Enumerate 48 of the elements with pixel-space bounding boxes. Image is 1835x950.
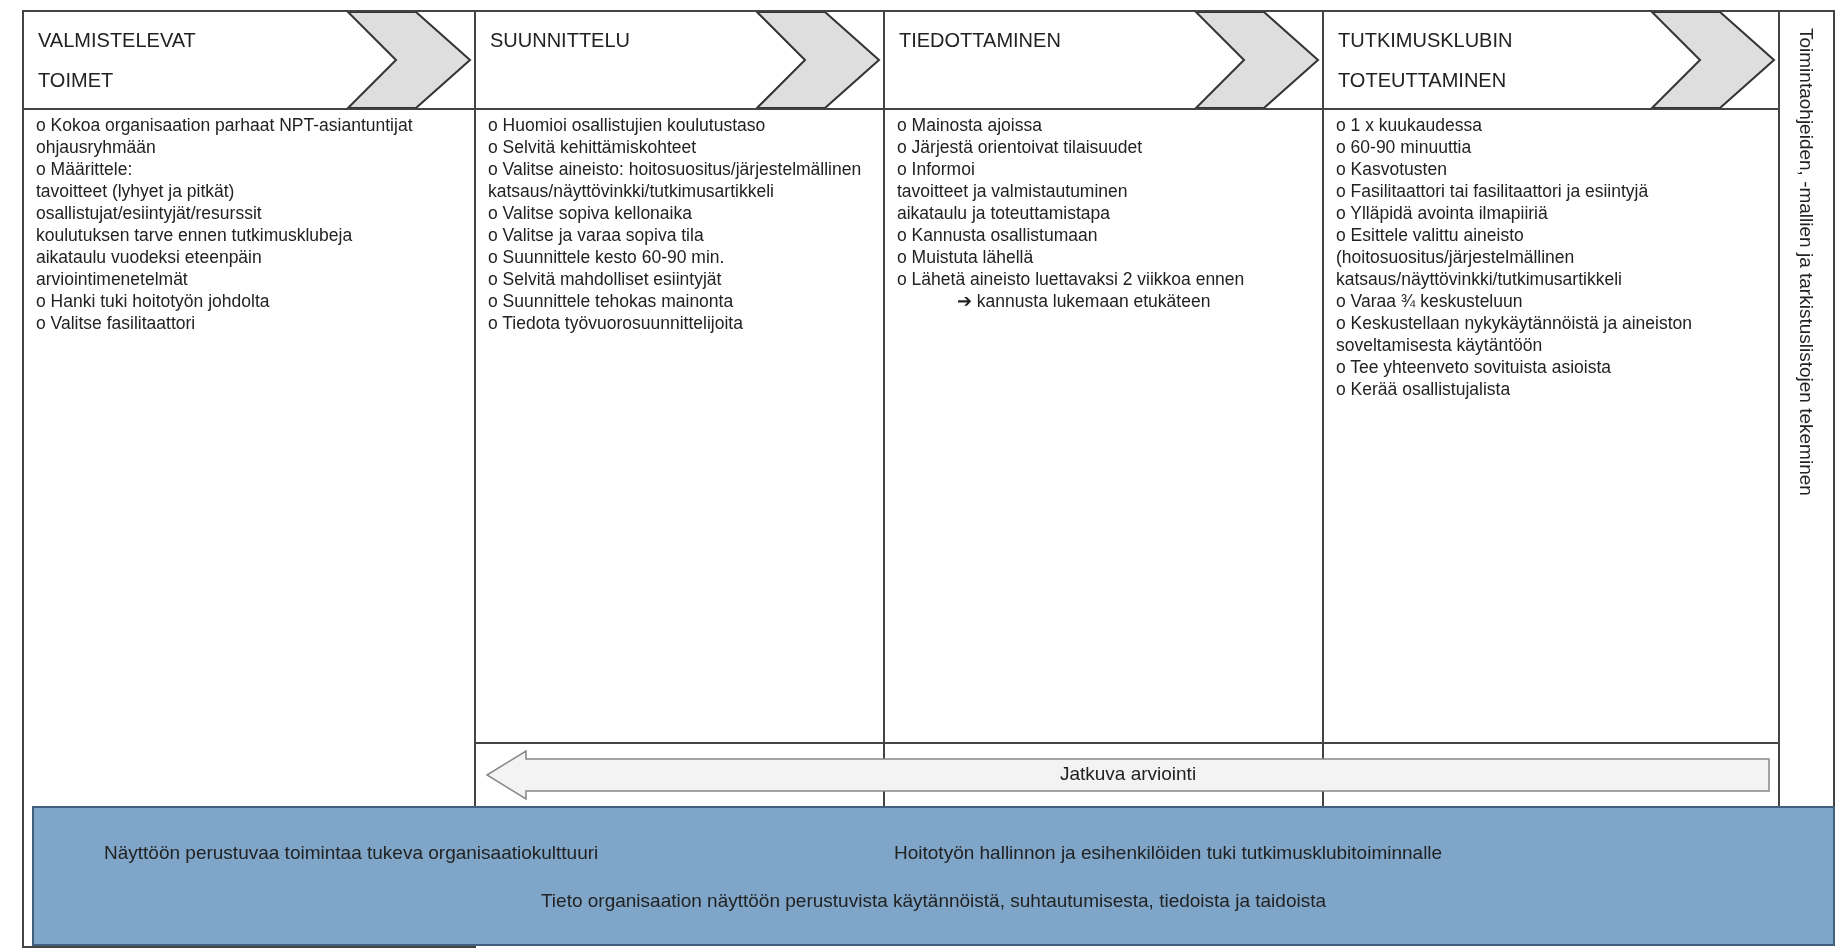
header-text: TIEDOTTAMINEN — [899, 28, 1061, 53]
header-text: TUTKIMUSKLUBIN TOTEUTTAMINEN — [1338, 28, 1514, 93]
list-item: o 60-90 minuuttia — [1336, 136, 1473, 158]
list-item: o Kerää osallistujalista — [1336, 378, 1512, 400]
list-item: o Muistuta lähellä — [897, 246, 1035, 268]
list-item: o Hanki tuki hoitotyön johdolta — [36, 290, 271, 312]
list-item: ➔ kannusta lukemaan etukäteen — [956, 290, 1212, 312]
block-arrow — [486, 750, 1770, 800]
list-item: arviointimenetelmät — [36, 268, 189, 290]
header-cell — [474, 10, 885, 110]
arrow-label: Jatkuva arviointi — [1058, 763, 1198, 785]
list-item: aikataulu vuodeksi eteenpäin — [36, 246, 263, 268]
header-cell — [1322, 10, 1780, 110]
header-text: VALMISTELEVAT TOIMET — [38, 28, 197, 93]
list-item: o Kannusta osallistumaan — [897, 224, 1099, 246]
list-item: o Huomioi osallistujien koulutustaso — [488, 114, 767, 136]
header-cell — [22, 10, 476, 110]
list-item: o Lähetä aineisto luettavaksi 2 viikkoa ennen — [897, 268, 1246, 290]
list-item: tavoitteet ja valmistautuminen — [897, 180, 1129, 202]
list-item: o Fasilitaattori tai fasilitaattori ja esiintyjä — [1336, 180, 1650, 202]
list-item: o Varaa ¾ keskusteluun — [1336, 290, 1524, 312]
list-item: o Selvitä kehittämiskohteet — [488, 136, 698, 158]
band-text: Tieto organisaation näyttöön perustuvista käytännöistä, suhtautumisesta, tiedoista ja taidoista — [540, 890, 1327, 911]
header-cell — [883, 10, 1324, 110]
header-text: SUUNNITTELU — [490, 28, 630, 53]
vertical-text: Toimintaohjeiden, -mallien ja tarkistuslistojen tekeminen — [1794, 28, 1817, 496]
list-item: o Valitse ja varaa sopiva tila — [488, 224, 705, 246]
list-item: o Suunnittele kesto 60-90 min. — [488, 246, 726, 268]
base-band — [32, 806, 1835, 946]
list-item: o Kasvotusten — [1336, 158, 1448, 180]
list-item: o Määrittele: — [36, 158, 134, 180]
list-item: o Järjestä orientoivat tilaisuudet — [897, 136, 1144, 158]
list-item: o Tiedota työvuorosuunnittelijoita — [488, 312, 744, 334]
list-item: o Ylläpidä avointa ilmapiiriä — [1336, 202, 1549, 224]
list-item: aikataulu ja toteuttamistapa — [897, 202, 1112, 224]
list-item: o Tee yhteenveto sovituista asioista — [1336, 356, 1612, 378]
list-item: o 1 x kuukaudessa — [1336, 114, 1483, 136]
list-item: o Valitse fasilitaattori — [36, 312, 197, 334]
band-text: Näyttöön perustuvaa toimintaa tukeva organisaatiokulttuuri — [104, 842, 599, 864]
band-text: Hoitotyön hallinnon ja esihenkilöiden tuki tutkimusklubitoiminnalle — [894, 842, 1443, 864]
list-item: o Informoi — [897, 158, 976, 180]
list-item: tavoitteet (lyhyet ja pitkät) — [36, 180, 236, 202]
list-item: o Mainosta ajoissa — [897, 114, 1043, 136]
list-item: o Suunnittele tehokas mainonta — [488, 290, 735, 312]
list-item: osallistujat/esiintyjät/resurssit — [36, 202, 263, 224]
list-item: koulutuksen tarve ennen tutkimusklubeja — [36, 224, 354, 246]
list-item: o Selvitä mahdolliset esiintyjät — [488, 268, 723, 290]
list-item: o Valitse sopiva kellonaika — [488, 202, 693, 224]
